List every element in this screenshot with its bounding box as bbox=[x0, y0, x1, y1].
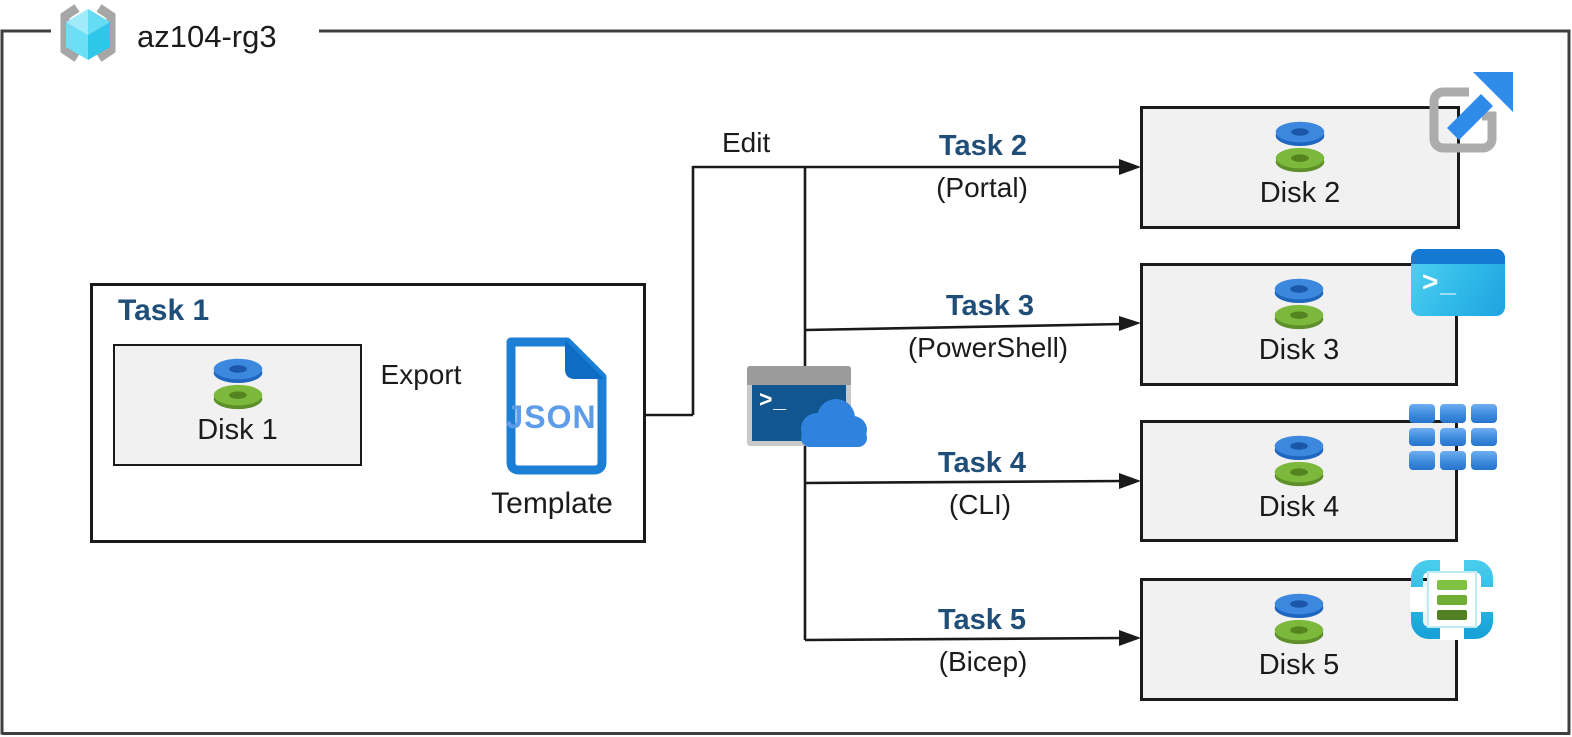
disk4-box: Disk 4 bbox=[1140, 420, 1458, 542]
disk5-label: Disk 5 bbox=[1258, 649, 1340, 681]
cli-tile bbox=[1471, 451, 1497, 470]
task3-method: (PowerShell) bbox=[907, 332, 1069, 363]
edit-label: Edit bbox=[722, 127, 771, 158]
json-file-text: JSON bbox=[505, 399, 597, 435]
disk2-box: Disk 2 bbox=[1140, 106, 1460, 229]
disk5-box: Disk 5 bbox=[1140, 578, 1458, 701]
cli-tile bbox=[1409, 451, 1435, 470]
task4-title: Task 4 bbox=[937, 447, 1027, 479]
task5-title: Task 5 bbox=[937, 604, 1027, 636]
disk3-label: Disk 3 bbox=[1258, 334, 1340, 366]
managed-disk-icon bbox=[1274, 278, 1324, 330]
resource-group-name: az104-rg3 bbox=[137, 19, 277, 54]
managed-disk-icon bbox=[1274, 435, 1324, 487]
outer-border bbox=[0, 29, 1571, 735]
cloud-shell-prompt: >_ bbox=[759, 386, 788, 412]
cli-tile bbox=[1409, 404, 1435, 423]
task4-method: (CLI) bbox=[948, 489, 1012, 520]
azure-portal-icon bbox=[1429, 72, 1513, 153]
task2-method: (Portal) bbox=[936, 172, 1028, 203]
json-file-icon: JSON bbox=[495, 337, 607, 475]
cli-tile bbox=[1440, 427, 1466, 447]
cloud-icon bbox=[801, 399, 867, 447]
managed-disk-icon bbox=[1274, 593, 1324, 645]
resource-group-icon bbox=[60, 4, 116, 62]
disk3-box: Disk 3 bbox=[1140, 263, 1458, 386]
task5-method: (Bicep) bbox=[938, 646, 1028, 677]
azure-cli-icon bbox=[1409, 404, 1497, 470]
cloud-shell-icon: >_ bbox=[747, 366, 867, 447]
template-label: Template bbox=[491, 487, 613, 520]
cloud-shell-titlebar bbox=[747, 366, 851, 385]
cli-tile bbox=[1409, 427, 1435, 447]
task2-title: Task 2 bbox=[938, 130, 1028, 162]
bicep-template-icon bbox=[1410, 559, 1494, 640]
cli-tile bbox=[1471, 404, 1497, 423]
cli-tile bbox=[1471, 427, 1497, 447]
disk4-label: Disk 4 bbox=[1258, 491, 1340, 523]
disk1-box: Disk 1 bbox=[113, 344, 362, 466]
task3-title: Task 3 bbox=[945, 290, 1035, 322]
disk2-label: Disk 2 bbox=[1259, 177, 1341, 209]
disk1-label: Disk 1 bbox=[197, 414, 278, 446]
export-label: Export bbox=[380, 359, 462, 390]
managed-disk-icon bbox=[213, 358, 262, 410]
cli-tile bbox=[1440, 404, 1466, 423]
powershell-prompt: >_ bbox=[1422, 266, 1458, 297]
powershell-icon: >_ bbox=[1411, 249, 1505, 316]
managed-disk-icon bbox=[1275, 121, 1325, 173]
cli-tile bbox=[1440, 451, 1466, 470]
powershell-titlebar bbox=[1411, 249, 1505, 264]
task1-title: Task 1 bbox=[118, 294, 210, 327]
